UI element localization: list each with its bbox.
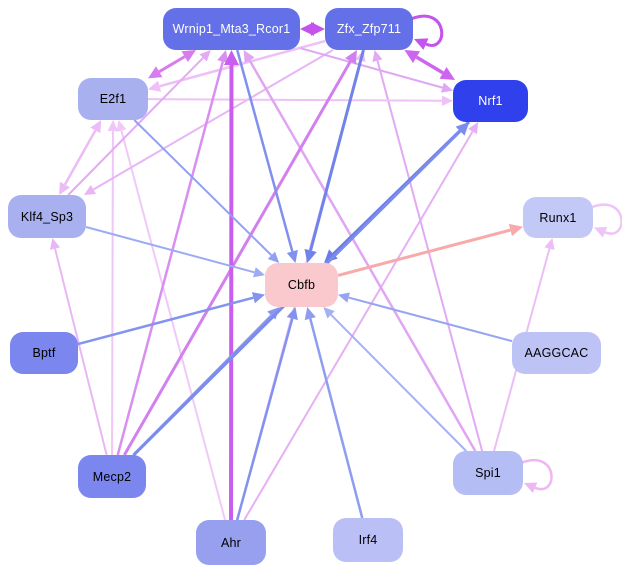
node-runx1: Runx1 <box>523 197 593 238</box>
node-label: E2f1 <box>99 92 127 106</box>
edge-spi1-spi1 <box>520 459 553 494</box>
edge-klf4-wrnip1 <box>67 50 211 196</box>
edge-zfx-e2f1 <box>148 39 326 92</box>
node-ahr: Ahr <box>196 520 266 565</box>
edge-cbfb-runx1 <box>337 223 523 277</box>
edge-spi1-wrnip1 <box>243 50 477 452</box>
edge-wrnip1-e2f1 <box>148 50 196 79</box>
edge-ahr-nrf1 <box>243 122 479 521</box>
node-nrf1: Nrf1 <box>453 80 528 122</box>
node-mecp2: Mecp2 <box>78 455 146 498</box>
edge-wrnip1-cbfb <box>236 49 298 263</box>
edge-e2f1-nrf1 <box>147 95 453 106</box>
edge-mecp2-wrnip1 <box>116 50 229 456</box>
node-cbfb: Cbfb <box>265 263 338 307</box>
node-label: Zfx_Zfp711 <box>336 22 402 36</box>
edge-ahr-cbfb <box>235 307 298 521</box>
edge-mecp2-e2f1 <box>107 120 119 456</box>
node-irf4: Irf4 <box>333 518 403 562</box>
edge-mecp2-klf4 <box>49 238 108 456</box>
edge-zfx-cbfb <box>304 49 365 263</box>
edge-zfx-zfx <box>410 14 444 50</box>
edge-ahr-e2f1 <box>116 120 226 521</box>
node-spi1: Spi1 <box>453 451 523 495</box>
node-label: Nrf1 <box>478 94 503 108</box>
edge-irf4-cbfb <box>304 307 364 519</box>
edge-klf4-cbfb <box>85 226 265 278</box>
node-label: AAGGCAC <box>524 346 589 360</box>
node-label: Wrnip1_Mta3_Rcor1 <box>172 22 291 36</box>
node-label: Runx1 <box>539 210 577 225</box>
node-bptf: Bptf <box>10 332 78 374</box>
edge-spi1-cbfb <box>323 307 467 452</box>
edge-ahr-wrnip1 <box>224 50 239 521</box>
node-label: Irf4 <box>358 533 378 547</box>
node-label: Ahr <box>220 535 242 550</box>
node-wrnip1: Wrnip1_Mta3_Rcor1 <box>163 8 300 50</box>
node-e2f1: E2f1 <box>78 78 148 120</box>
edge-mecp2-zfx <box>123 50 357 456</box>
node-zfx: Zfx_Zfp711 <box>325 8 413 50</box>
node-aaggcac: AAGGCAC <box>512 332 601 374</box>
node-label: Klf4_Sp3 <box>20 209 74 224</box>
edge-bptf-cbfb <box>77 292 265 346</box>
node-label: Bptf <box>32 346 56 360</box>
edge-klf4-e2f1 <box>59 120 102 195</box>
edge-zfx-nrf1 <box>404 50 456 80</box>
edge-wrnip1-zfx <box>300 22 325 36</box>
node-label: Mecp2 <box>92 469 132 484</box>
edge-aaggcac-cbfb <box>338 292 513 343</box>
edge-zfx-klf4 <box>83 49 334 195</box>
node-klf4: Klf4_Sp3 <box>8 195 86 238</box>
edge-e2f1-cbfb <box>133 119 280 263</box>
node-label: Spi1 <box>475 466 501 480</box>
node-label: Cbfb <box>287 278 316 292</box>
edge-spi1-zfx <box>372 50 484 452</box>
edge-wrnip1-nrf1 <box>299 47 453 93</box>
edge-runx1-runx1 <box>590 203 622 238</box>
